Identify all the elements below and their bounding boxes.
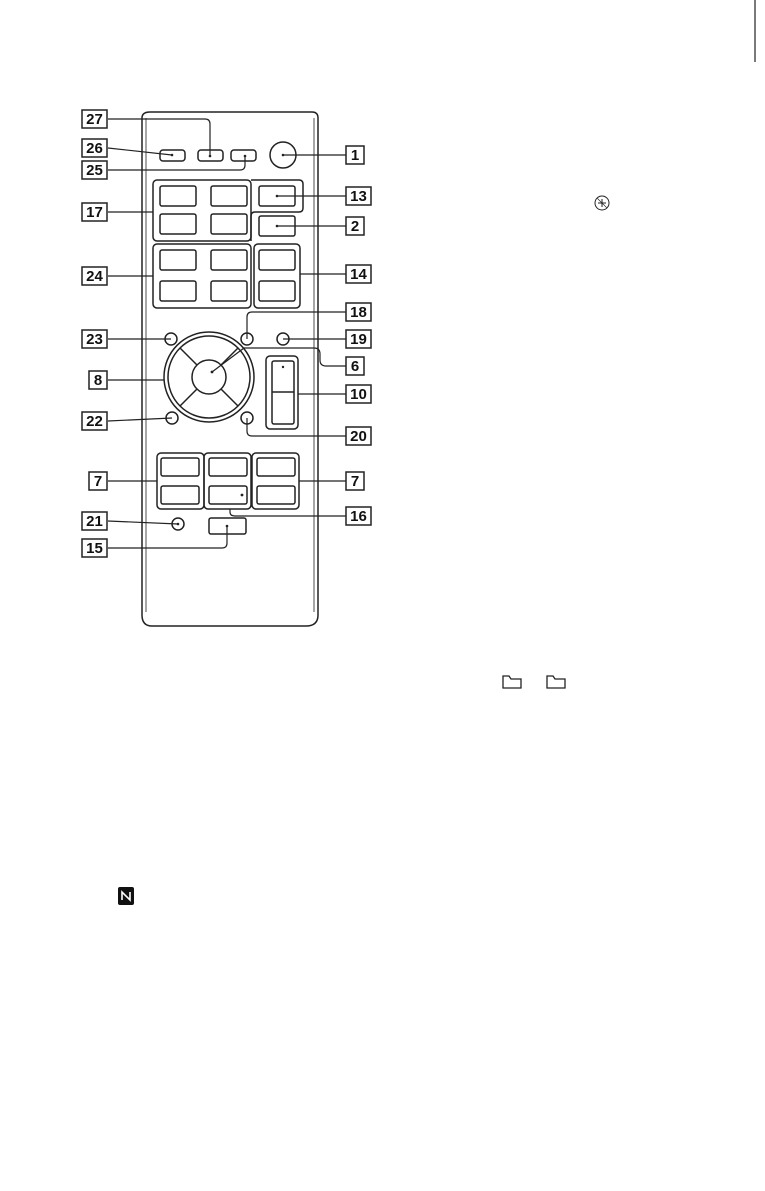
button-17-b[interactable] bbox=[211, 186, 247, 206]
leader-22 bbox=[108, 418, 172, 421]
callout-26: 26 bbox=[86, 140, 103, 157]
leader-27 bbox=[108, 119, 210, 156]
button-17-a[interactable] bbox=[160, 186, 196, 206]
group-7-left-outline bbox=[157, 453, 204, 509]
leader-26 bbox=[108, 148, 172, 155]
tactile-dot-2 bbox=[276, 225, 279, 228]
button-16-a[interactable] bbox=[209, 458, 247, 476]
group-24-outline bbox=[153, 244, 251, 308]
tactile-dot-21 bbox=[177, 523, 180, 526]
callout-18: 18 bbox=[350, 304, 367, 321]
callout-22: 22 bbox=[86, 413, 103, 430]
callout-21: 21 bbox=[86, 513, 103, 530]
leader-18 bbox=[247, 312, 346, 339]
folder-icon bbox=[503, 676, 521, 688]
button-7-left-b[interactable] bbox=[161, 486, 199, 504]
callout-8: 8 bbox=[94, 372, 102, 389]
leader-21 bbox=[108, 521, 178, 524]
leader-20 bbox=[247, 418, 346, 436]
group-16-outline bbox=[204, 453, 251, 509]
group-14-outline bbox=[254, 244, 300, 308]
callout-15: 15 bbox=[86, 540, 103, 557]
nfc-icon bbox=[118, 887, 134, 905]
callout-27: 27 bbox=[86, 111, 103, 128]
callout-17: 17 bbox=[86, 204, 103, 221]
plus-circle-icon bbox=[595, 196, 609, 210]
button-24-b[interactable] bbox=[211, 250, 247, 270]
callout-2: 2 bbox=[351, 218, 359, 235]
callout-20: 20 bbox=[350, 428, 367, 445]
callout-10: 10 bbox=[350, 386, 367, 403]
tactile-dot-1 bbox=[282, 154, 285, 157]
leader-16 bbox=[230, 509, 346, 516]
callout-24: 24 bbox=[86, 268, 103, 285]
tactile-dot-25 bbox=[244, 155, 247, 158]
button-17-d[interactable] bbox=[211, 214, 247, 234]
callout-23: 23 bbox=[86, 331, 103, 348]
tactile-dot-26 bbox=[171, 154, 174, 157]
nav-divider-nw bbox=[180, 348, 197, 365]
tactile-dot-13 bbox=[276, 195, 279, 198]
tactile-dot-27 bbox=[209, 155, 212, 158]
nav-divider-sw bbox=[180, 389, 197, 406]
button-24-a[interactable] bbox=[160, 250, 196, 270]
volume-tactile-dot bbox=[282, 366, 284, 368]
callout-7-left: 7 bbox=[94, 473, 102, 490]
button-7-left-a[interactable] bbox=[161, 458, 199, 476]
button-25[interactable] bbox=[231, 150, 256, 161]
button-16-tactile-dot bbox=[241, 494, 244, 497]
callout-6: 6 bbox=[351, 358, 359, 375]
folder-icon-2 bbox=[547, 676, 565, 688]
nav-ring-outer bbox=[164, 332, 254, 422]
callout-16: 16 bbox=[350, 508, 367, 525]
tactile-dot-enter bbox=[211, 371, 214, 374]
group-7-right-outline bbox=[252, 453, 299, 509]
button-24-c[interactable] bbox=[160, 281, 196, 301]
callout-25: 25 bbox=[86, 162, 103, 179]
nav-divider-ne bbox=[221, 348, 238, 365]
callout-14: 14 bbox=[350, 266, 367, 283]
button-14-b[interactable] bbox=[259, 281, 295, 301]
button-17-c[interactable] bbox=[160, 214, 196, 234]
tactile-dot-15 bbox=[226, 525, 229, 528]
callout-19: 19 bbox=[350, 331, 367, 348]
leader-6 bbox=[212, 348, 346, 372]
button-24-d[interactable] bbox=[211, 281, 247, 301]
callout-1: 1 bbox=[351, 147, 359, 164]
button-7-right-b[interactable] bbox=[257, 486, 295, 504]
nav-divider-se bbox=[221, 389, 238, 406]
button-14-a[interactable] bbox=[259, 250, 295, 270]
button-7-right-a[interactable] bbox=[257, 458, 295, 476]
leader-25 bbox=[108, 156, 245, 170]
callout-7-right: 7 bbox=[351, 473, 359, 490]
group-17-outline bbox=[153, 180, 251, 241]
callout-13: 13 bbox=[350, 188, 367, 205]
